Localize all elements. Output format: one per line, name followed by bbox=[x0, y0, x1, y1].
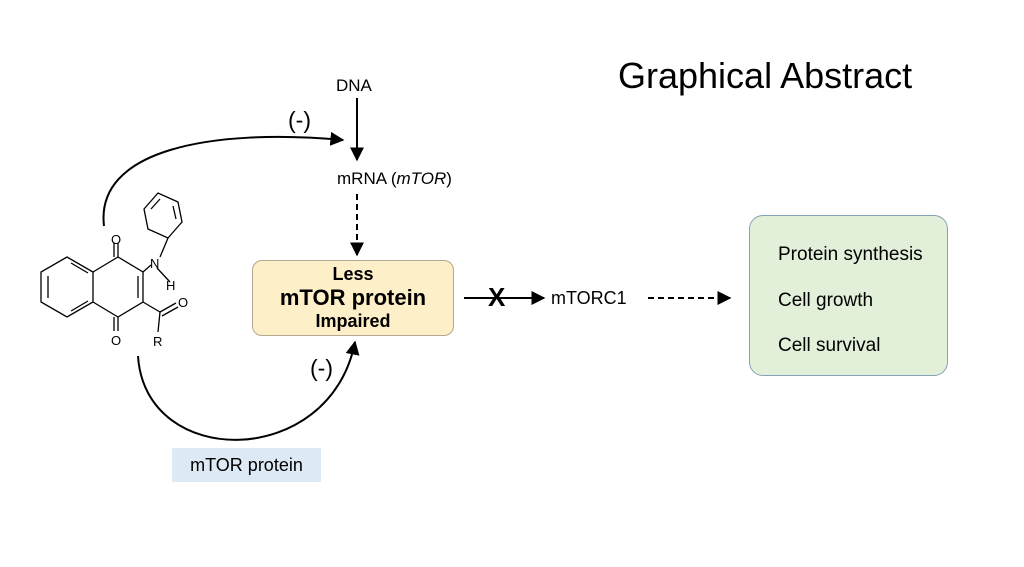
page-title: Graphical Abstract bbox=[618, 55, 913, 96]
mrna-gene: mTOR bbox=[396, 169, 447, 188]
block-mark: X bbox=[488, 282, 506, 312]
oxygen-side-atom: O bbox=[178, 295, 188, 310]
oxygen-top-atom: O bbox=[111, 232, 121, 247]
inhibit-transcription-label: (-) bbox=[288, 107, 311, 133]
r-group-atom: R bbox=[153, 334, 162, 349]
box-line-mtor-protein: mTOR protein bbox=[279, 285, 427, 310]
effects-box: Protein synthesis Cell growth Cell survi… bbox=[749, 215, 948, 376]
box-line-less: Less bbox=[332, 264, 374, 284]
hydrogen-atom: H bbox=[166, 278, 175, 293]
effect-cell-survival: Cell survival bbox=[778, 335, 881, 356]
inhibit-transcription-arrow bbox=[102, 131, 345, 227]
nitrogen-atom: N bbox=[150, 256, 159, 271]
dna-label: DNA bbox=[336, 76, 372, 95]
less-mtor-protein-box: Less mTOR protein Impaired bbox=[252, 260, 454, 336]
mtor-protein-label: mTOR protein bbox=[172, 448, 321, 482]
mrna-label: mRNA (mTOR) bbox=[337, 169, 452, 189]
mrna-prefix: mRNA ( bbox=[337, 169, 397, 188]
inhibit-protein-arrow bbox=[137, 340, 360, 441]
box-line-impaired: Impaired bbox=[315, 311, 391, 331]
effect-protein-synthesis: Protein synthesis bbox=[778, 244, 923, 265]
inhibit-protein-label: (-) bbox=[310, 355, 333, 381]
mrna-suffix: ) bbox=[446, 169, 452, 188]
mtorc1-label: mTORC1 bbox=[551, 288, 627, 308]
effect-cell-growth: Cell growth bbox=[778, 290, 874, 311]
oxygen-bottom-atom: O bbox=[111, 333, 121, 348]
naphthoquinone-molecule bbox=[40, 192, 183, 333]
